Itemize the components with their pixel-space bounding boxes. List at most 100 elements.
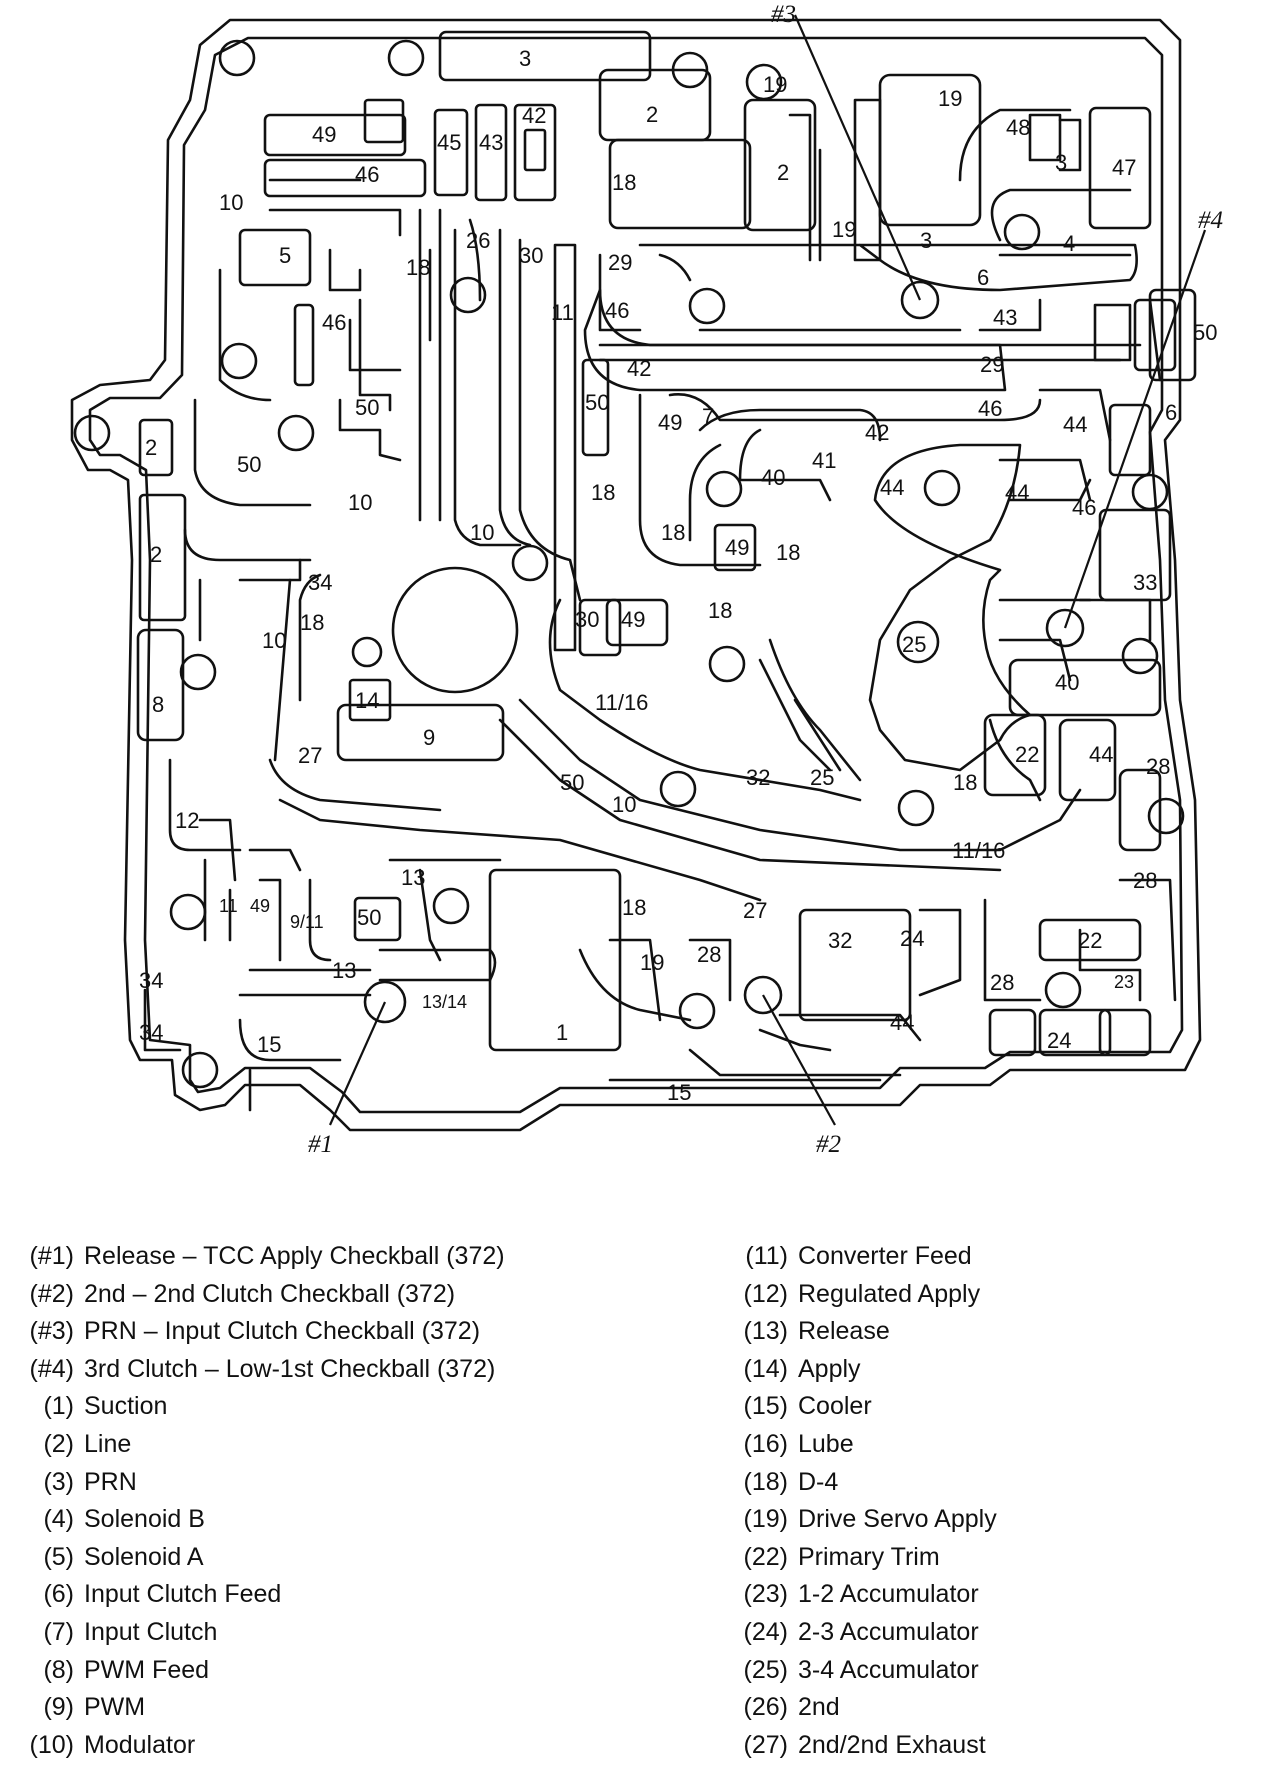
passage-label: 30 <box>575 607 599 632</box>
legend-name: 3-4 Accumulator <box>798 1655 979 1684</box>
passage-label: 50 <box>585 390 609 415</box>
passage-label: 19 <box>763 72 787 97</box>
leader-line-4 <box>1063 229 1207 629</box>
passage-label: 47 <box>1112 155 1136 180</box>
passage-label: 42 <box>522 103 546 128</box>
legend-item: (#3)PRN – Input Clutch Checkball (372) <box>8 1313 505 1351</box>
legend-item: (11)Converter Feed <box>738 1238 997 1276</box>
passage-label: 41 <box>812 448 836 473</box>
passage-label: 11/16 <box>952 838 1005 863</box>
legend-name: PWM <box>84 1693 146 1722</box>
accumulator-bore <box>896 620 940 664</box>
legend-name: Release – TCC Apply Checkball (372) <box>84 1242 505 1270</box>
legend-code: (9) <box>43 1693 74 1722</box>
legend-item: (3)PRN <box>8 1464 505 1502</box>
passage-label: 11/16 <box>595 690 648 715</box>
passage-label: 19 <box>938 86 962 111</box>
passage-label: 19 <box>640 950 664 975</box>
legend-code: (7) <box>43 1617 74 1646</box>
valve-body-outline <box>70 18 1202 1132</box>
leader-line-3 <box>793 14 922 301</box>
passage-label: 44 <box>880 475 904 500</box>
legend-code: (1) <box>43 1392 74 1421</box>
legend-item: (2)Line <box>8 1426 505 1464</box>
passage-label: 18 <box>776 540 800 565</box>
valve-body-diagram: 3 2 19 19 48 3 47 49 45 43 42 46 18 2 19… <box>70 1 1223 1158</box>
passage-label: 14 <box>355 688 379 713</box>
passage-label: 10 <box>348 490 372 515</box>
passage-label: 4 <box>1063 231 1075 256</box>
legend-item: (#1) Release – TCC Apply Checkball (372) <box>8 1238 505 1276</box>
passage-label: 25 <box>902 632 926 657</box>
passage-label: 22 <box>1015 742 1039 767</box>
valve-body-inner-outline <box>88 36 1184 1114</box>
legend-name: Converter Feed <box>798 1242 972 1270</box>
passage-label: 11 <box>219 896 238 916</box>
passage-label: 18 <box>953 770 977 795</box>
checkball-label-4: #4 <box>1198 207 1223 234</box>
legend-code: (12) <box>743 1279 788 1308</box>
passage-label: 28 <box>1146 754 1170 779</box>
passage-label: 46 <box>355 162 379 187</box>
passage-label: 18 <box>622 895 646 920</box>
legend-name: 2-3 Accumulator <box>798 1617 979 1646</box>
legend-item: (12)Regulated Apply <box>738 1276 997 1314</box>
passage-label: 2 <box>777 160 789 185</box>
legend-right-column: (11)Converter Feed (12)Regulated Apply (… <box>738 1238 997 1764</box>
passage-label: 32 <box>746 765 770 790</box>
legend-name: PWM Feed <box>84 1655 210 1684</box>
passage-label: 18 <box>591 480 615 505</box>
passage-label: 44 <box>1005 480 1029 505</box>
legend-code: (#1) <box>29 1242 74 1270</box>
passage-label: 18 <box>708 598 732 623</box>
legend-code: (5) <box>43 1542 74 1571</box>
legend-item: (24)2-3 Accumulator <box>738 1614 997 1652</box>
passage-label: 28 <box>990 970 1014 995</box>
checkball-2 <box>743 975 783 1015</box>
legend-name: Lube <box>798 1429 854 1458</box>
checkball-4 <box>1045 608 1085 648</box>
passage-label: 46 <box>605 298 629 323</box>
passage-label: 18 <box>406 255 430 280</box>
passage-label: 32 <box>828 928 852 953</box>
legend-item: (19)Drive Servo Apply <box>738 1501 997 1539</box>
passage-label: 49 <box>250 896 270 916</box>
passage-label: 2 <box>145 435 157 460</box>
legend-item: (7)Input Clutch <box>8 1614 505 1652</box>
legend-left-column: (#1)Release – TCC Apply Checkball (372) … <box>8 1238 505 1764</box>
passage-label: 42 <box>627 356 651 381</box>
passage-label: 3 <box>519 46 531 71</box>
passage-label: 49 <box>312 122 336 147</box>
legend-code: (#2) <box>29 1279 74 1308</box>
legend-name: Release <box>798 1317 890 1346</box>
legend-name: 2nd/2nd Exhaust <box>798 1730 986 1759</box>
passage-label: 6 <box>977 265 989 290</box>
legend-name: Line <box>84 1429 132 1458</box>
passage-label: 18 <box>612 170 636 195</box>
legend-item: (10)Modulator <box>8 1727 505 1765</box>
passage-label: 11 <box>551 300 574 325</box>
passage-label: 3 <box>920 228 932 253</box>
legend-item: (22)Primary Trim <box>738 1539 997 1577</box>
legend-item: (#4)3rd Clutch – Low-1st Checkball (372) <box>8 1351 505 1389</box>
passage-label: 49 <box>621 607 645 632</box>
legend-code: (19) <box>743 1505 788 1534</box>
passage-label: 45 <box>437 130 461 155</box>
legend-code: (6) <box>43 1580 74 1609</box>
passage-label: 49 <box>658 410 682 435</box>
checkball-3 <box>900 280 940 320</box>
passage-label: 2 <box>150 542 162 567</box>
legend-item: (5)Solenoid A <box>8 1539 505 1577</box>
passage-label: 18 <box>661 520 685 545</box>
passage-label: 34 <box>139 1020 163 1045</box>
passage-label: 49 <box>725 535 749 560</box>
legend-name: 3rd Clutch – Low-1st Checkball (372) <box>84 1354 496 1383</box>
passage-label: 44 <box>1063 412 1087 437</box>
passage-label: 10 <box>262 628 286 653</box>
legend-code: (3) <box>43 1467 74 1496</box>
passage-label: 43 <box>479 130 503 155</box>
legend-name: 1-2 Accumulator <box>798 1580 979 1609</box>
passage-label: 10 <box>219 190 243 215</box>
passage-label: 34 <box>308 570 332 595</box>
legend-code: (10) <box>29 1730 74 1759</box>
